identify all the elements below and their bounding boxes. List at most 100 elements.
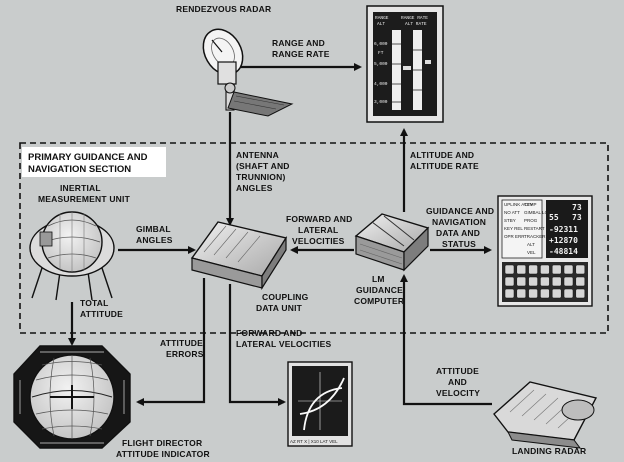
- tape-meter: [366, 5, 444, 123]
- lgc-label-line3: COMPUTER: [354, 296, 404, 306]
- dsky-light-1: UPLINK ACTY: [504, 202, 533, 207]
- attitude-velocity-arrow: [400, 274, 492, 406]
- dsky: [497, 195, 593, 307]
- pgns-section-boundary: [19, 142, 609, 334]
- gimbal-label-line1: GIMBAL: [136, 224, 171, 234]
- dsky-key: [575, 276, 586, 287]
- dsky-light-6: PROG: [524, 218, 538, 223]
- fwd-lat-vel-label-line1: FORWARD AND: [236, 328, 302, 338]
- dsky-key: [551, 276, 562, 287]
- gns-label-line2: NAVIGATION: [432, 217, 486, 227]
- dsky-key: [540, 264, 550, 275]
- tape-mark-1: 6,000: [374, 41, 388, 47]
- dsky-light-7: KEY REL: [504, 226, 523, 231]
- antenna-label-line4: ANGLES: [236, 183, 273, 193]
- dsky-key: [516, 264, 527, 275]
- crosspointer-scale: AZ RT X | X10 LAT VEL: [290, 439, 338, 444]
- altitude-rate-label-line2: ALTITUDE RATE: [410, 161, 479, 171]
- tape-mark-4: 3,000: [374, 99, 388, 105]
- dsky-light-4: GIMBAL LOCK: [524, 210, 554, 215]
- inertial-measurement-unit: [29, 211, 115, 301]
- section-title-line1: PRIMARY GUIDANCE AND: [28, 152, 148, 163]
- tape-mark-3: 4,000: [374, 81, 388, 87]
- dsky-light-3: NO ATT: [504, 210, 520, 215]
- dsky-light-14: VEL: [527, 250, 536, 255]
- dsky-key: [563, 276, 574, 287]
- dsky-r1: -92311: [549, 225, 578, 234]
- coupling-data-unit: [190, 221, 288, 291]
- fwd-lat-label-line1: FORWARD AND: [286, 214, 352, 224]
- dsky-key: [528, 264, 538, 275]
- dsky-key: [528, 288, 538, 299]
- dsky-light-12: ALT: [527, 242, 535, 247]
- imu-label-line2: MEASUREMENT UNIT: [38, 194, 131, 204]
- flight-director-attitude-indicator: [13, 345, 131, 449]
- dsky-key: [540, 288, 550, 299]
- section-title-box: [22, 147, 166, 177]
- lgc-label-line1: LM: [372, 274, 385, 284]
- imu-label-line1: INERTIAL: [60, 183, 101, 193]
- fdai-label-line1: FLIGHT DIRECTOR: [122, 438, 202, 448]
- dsky-key: [504, 288, 515, 299]
- rendezvous-radar-label: RENDEZVOUS RADAR: [176, 4, 271, 14]
- tape-head-left-2: ALT: [377, 21, 385, 27]
- cdu-label-line1: COUPLING: [262, 292, 309, 302]
- tape-mark-2: 5,000: [374, 61, 388, 67]
- dsky-r2: +12870: [549, 236, 578, 245]
- range-rate-label-line2: RANGE RATE: [272, 49, 330, 59]
- antenna-label-line3: TRUNNION): [236, 172, 286, 182]
- tape-head-right-2: ALT RATE: [405, 21, 427, 27]
- dsky-r3: -48814: [549, 247, 578, 256]
- rendezvous-radar: [202, 28, 294, 117]
- altitude-rate-label-line1: ALTITUDE AND: [410, 150, 474, 160]
- fwd-lat-vel-label-line2: LATERAL VELOCITIES: [236, 339, 332, 349]
- total-attitude-label-line2: ATTITUDE: [80, 309, 123, 319]
- dsky-noun: 73: [572, 213, 582, 222]
- dsky-prog: 73: [572, 203, 582, 212]
- dsky-key: [516, 288, 527, 299]
- attitude-errors-label-line2: ERRORS: [166, 349, 204, 359]
- lm-guidance-computer: [354, 213, 430, 272]
- dsky-light-8: RESTART: [524, 226, 545, 231]
- attitude-velocity-label-line2: AND: [448, 377, 467, 387]
- crosspointer-indicator: [287, 361, 353, 447]
- dsky-key: [551, 264, 562, 275]
- dsky-key: [575, 288, 586, 299]
- fwd-lat-label-line3: VELOCITIES: [292, 236, 345, 246]
- dsky-light-2: TEMP: [524, 202, 537, 207]
- attitude-errors-label-line1: ATTITUDE: [160, 338, 203, 348]
- dsky-key: [563, 264, 574, 275]
- antenna-label-line2: (SHAFT AND: [236, 161, 290, 171]
- dsky-key: [540, 276, 550, 287]
- dsky-key: [551, 288, 562, 299]
- landing-radar-label: LANDING RADAR: [512, 446, 586, 456]
- dsky-key: [516, 276, 527, 287]
- dsky-key: [528, 276, 538, 287]
- fwd-lat-label-line2: LATERAL: [298, 225, 338, 235]
- attitude-velocity-label-line3: VELOCITY: [436, 388, 480, 398]
- cdu-label-line2: DATA UNIT: [256, 303, 303, 313]
- dsky-light-9: OPR ERR: [504, 234, 525, 239]
- dsky-key: [504, 264, 515, 275]
- gimbal-label-line2: ANGLES: [136, 235, 173, 245]
- antenna-label-line1: ANTENNA: [236, 150, 279, 160]
- range-rate-label-line1: RANGE AND: [272, 38, 325, 48]
- dsky-keypad: [504, 264, 586, 299]
- attitude-errors-arrow: [136, 278, 206, 406]
- dsky-key: [563, 288, 574, 299]
- attitude-velocity-label-line1: ATTITUDE: [436, 366, 479, 376]
- tape-unit: FT: [378, 50, 384, 56]
- fwd-lat-velocities-display-arrow: [228, 284, 286, 406]
- tape-head-right-1: RANGE RATE: [401, 15, 428, 21]
- dsky-light-10: TRACKER: [524, 234, 546, 239]
- total-attitude-label-line1: TOTAL: [80, 298, 109, 308]
- gns-label-line3: DATA AND: [436, 228, 480, 238]
- gns-label-line4: STATUS: [442, 239, 476, 249]
- gns-label-line1: GUIDANCE AND: [426, 206, 494, 216]
- tape-head-left-1: RANGE: [375, 15, 389, 21]
- dsky-light-5: STBY: [504, 218, 516, 223]
- landing-radar: [493, 381, 598, 449]
- dsky-key: [504, 276, 515, 287]
